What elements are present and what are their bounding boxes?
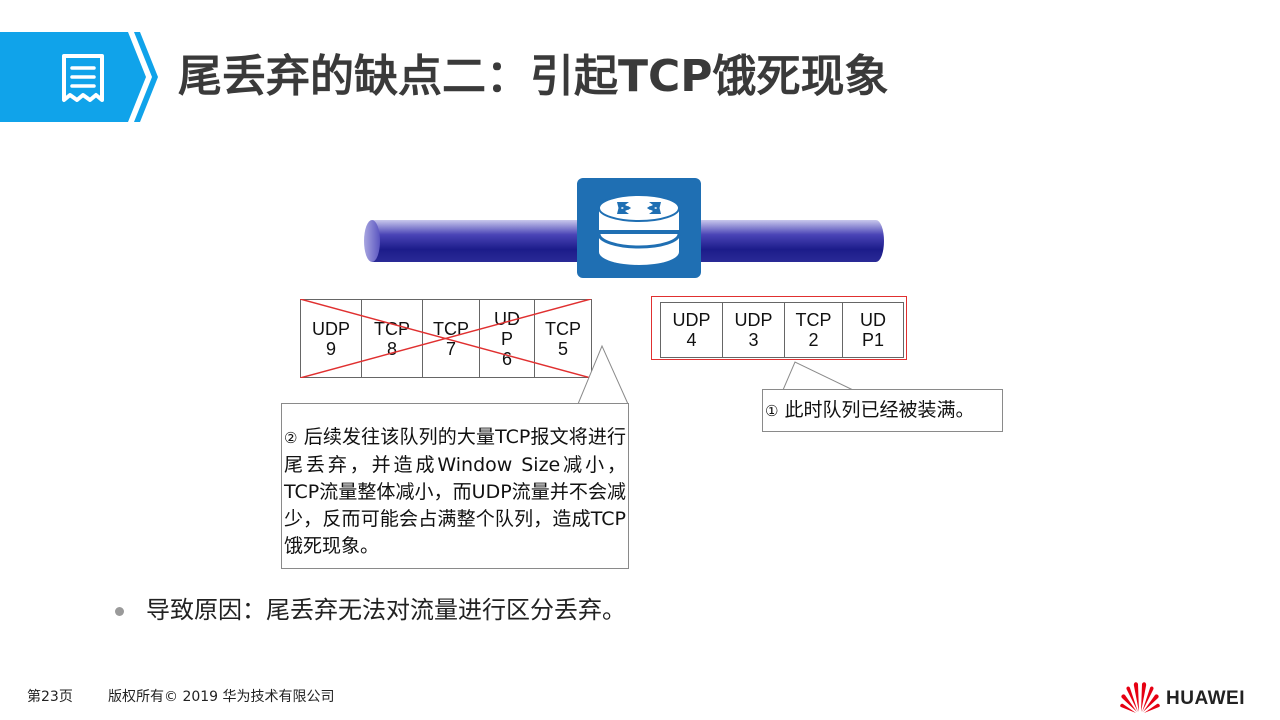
bullet-dot: [115, 607, 124, 616]
packet-cell: TCP 7: [422, 299, 480, 378]
callout-marker: ①: [765, 402, 779, 420]
bullet-text: 导致原因：尾丢弃无法对流量进行区分丢弃。: [146, 596, 626, 624]
packet-cell: TCP 8: [361, 299, 423, 378]
copyright: 版权所有© 2019 华为技术有限公司: [108, 689, 335, 705]
brand-name: HUAWEI: [1166, 688, 1245, 709]
packet-cell: UD P1: [842, 302, 904, 358]
packet-cell: UDP 3: [722, 302, 785, 358]
full-queue-frame: [651, 296, 907, 360]
callout-tail-drop: ② 后续发往该队列的大量TCP报文将进行尾丢弃，并造成Window Size减小…: [281, 403, 629, 569]
packet-cell: UDP 4: [660, 302, 723, 358]
full-queue: UDP 4 UDP 3 TCP 2 UD P1: [660, 302, 904, 358]
huawei-logo-icon: [1120, 682, 1160, 713]
router: [577, 178, 701, 278]
router-icon: [597, 194, 681, 265]
packet-cell: UDP 9: [300, 299, 362, 378]
packet-cell: TCP 5: [534, 299, 592, 378]
page-number: 第23页: [27, 689, 73, 705]
callout-marker: ②: [284, 429, 298, 447]
title-banner: [0, 32, 158, 122]
packet-cell: UD P 6: [479, 299, 535, 378]
callout-text: 后续发往该队列的大量TCP报文将进行尾丢弃，并造成Window Size减小，T…: [284, 426, 626, 557]
packet-cell: TCP 2: [784, 302, 843, 358]
callout-text: 此时队列已经被装满。: [778, 399, 975, 421]
document-icon: [62, 54, 104, 102]
callout-queue-full: ① 此时队列已经被装满。: [762, 389, 1003, 432]
dropped-queue: UDP 9 TCP 8 TCP 7 UD P 6 TCP 5: [300, 299, 592, 378]
table-row: UDP 4 UDP 3 TCP 2 UD P1: [660, 302, 904, 358]
page-title: 尾丢弃的缺点二：引起TCP饿死现象: [178, 51, 889, 102]
table-row: UDP 9 TCP 8 TCP 7 UD P 6 TCP 5: [300, 299, 592, 378]
